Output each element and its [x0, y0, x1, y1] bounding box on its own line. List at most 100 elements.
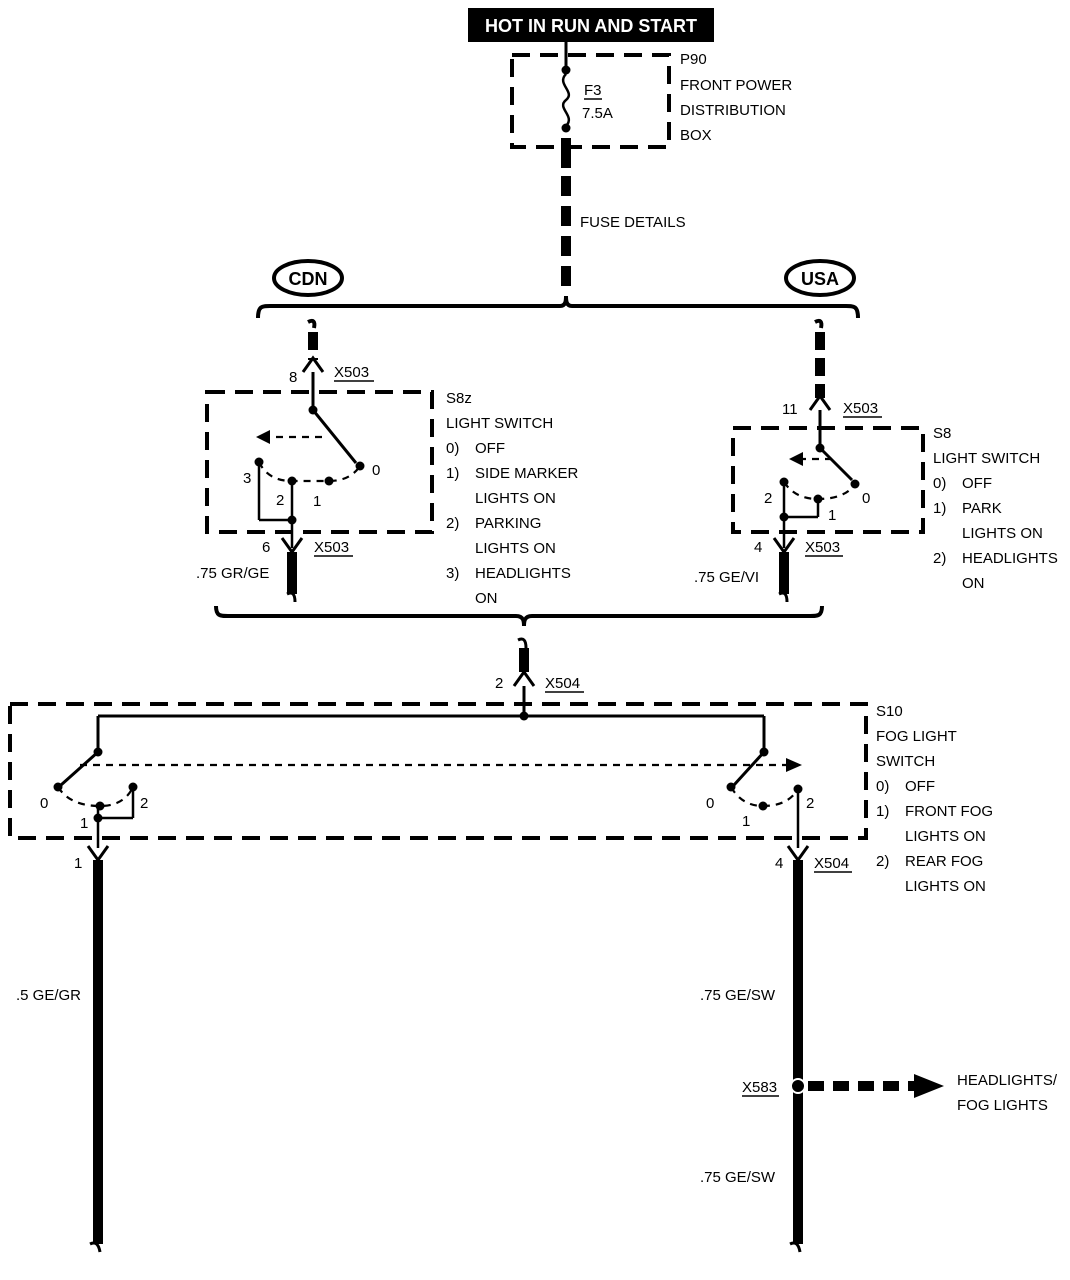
s8z-pos-3-text-1: HEADLIGHTS	[475, 565, 571, 582]
s8-output-node	[779, 512, 789, 522]
s10-right-blade	[732, 750, 766, 787]
s8z-bottom-connector: X503	[314, 539, 349, 556]
s10-pos-1-text-2: LIGHTS ON	[905, 828, 986, 845]
switch-s8: 2 1 0	[731, 426, 925, 548]
fuse-box-desc-3: BOX	[680, 127, 712, 144]
power-source-banner	[468, 8, 714, 42]
s8z-pos-2-text-2: LIGHTS ON	[475, 540, 556, 557]
fuse-box-desc-1: FRONT POWER	[680, 77, 792, 94]
s8z-pos-1-text-1: SIDE MARKER	[475, 465, 579, 482]
s8z-pos-1-text-2: LIGHTS ON	[475, 490, 556, 507]
s8-contact-1-label: 1	[828, 507, 836, 524]
splice-branch-arrow	[914, 1074, 944, 1098]
s8z-pos-2-text-1: PARKING	[475, 515, 541, 532]
fuse-box-id: P90	[680, 51, 707, 68]
s10-left-out-connector-mark	[86, 845, 110, 863]
s10-left-contact-1-label: 1	[80, 815, 88, 832]
variant-usa-badge	[784, 259, 856, 297]
s8-out-break	[778, 591, 789, 603]
s8-title: LIGHT SWITCH	[933, 450, 1040, 467]
s8-pos-1-text-2: LIGHTS ON	[962, 525, 1043, 542]
s8-pos-1-num: 1)	[933, 500, 946, 517]
left-output-wire-label: .5 GE/GR	[16, 987, 81, 1004]
s8-pos-2-text-1: HEADLIGHTS	[962, 550, 1058, 567]
right-output-wire-label-upper: .75 GE/SW	[700, 987, 776, 1004]
fuse-box-outline	[510, 53, 671, 149]
s8-pos-2-num: 2)	[933, 550, 946, 567]
s8z-pos-3-text-2: ON	[475, 590, 498, 607]
s10-in-connector-mark	[512, 669, 536, 687]
s10-right-pin: 4	[775, 855, 783, 872]
variant-cdn-label: CDN	[289, 269, 328, 289]
s8z-top-connector: X503	[334, 364, 369, 381]
s8-bottom-connector: X503	[805, 539, 840, 556]
left-output-break	[89, 1241, 102, 1253]
s8z-pos-0-num: 0)	[446, 440, 459, 457]
s8-pos-1-text-1: PARK	[962, 500, 1002, 517]
s10-outline	[8, 702, 868, 840]
s8z-contact-1-label: 1	[313, 493, 321, 510]
splice-dest-2: FOG LIGHTS	[957, 1097, 1048, 1114]
s8z-out-break	[286, 591, 297, 603]
s10-right-contact-0-label: 0	[706, 795, 714, 812]
usa-break-mark	[814, 318, 824, 329]
fuse-box-desc-2: DISTRIBUTION	[680, 102, 786, 119]
s8z-contact-3-label: 3	[243, 470, 251, 487]
s10-pos-0-text: OFF	[905, 778, 935, 795]
variant-brace-top	[256, 295, 860, 319]
s10-right-contact-2-label: 2	[806, 795, 814, 812]
s8z-title: LIGHT SWITCH	[446, 415, 553, 432]
variant-cdn-badge	[272, 259, 344, 297]
s8-pos-0-text: OFF	[962, 475, 992, 492]
switch-s10: 0 1 2 0 1 2	[8, 702, 868, 848]
s8z-actuator-arrow	[256, 430, 270, 444]
s8-pos-0-num: 0)	[933, 475, 946, 492]
s8z-wire-label: .75 GR/GE	[196, 565, 269, 582]
s10-pos-1-num: 1)	[876, 803, 889, 820]
s8z-pos-0-text: OFF	[475, 440, 505, 457]
s10-in-connector: X504	[545, 675, 580, 692]
s10-title-1: FOG LIGHT	[876, 728, 957, 745]
s10-pos-2-text-2: LIGHTS ON	[905, 878, 986, 895]
fuse-symbol	[561, 73, 571, 127]
s10-pos-0-num: 0)	[876, 778, 889, 795]
s8z-contact-2-label: 2	[276, 492, 284, 509]
s8z-contact-0-label: 0	[372, 462, 380, 479]
fuse-terminal-top	[561, 65, 571, 75]
s10-left-pin: 1	[74, 855, 82, 872]
s8-outline	[731, 426, 925, 534]
s8-top-pin: 11	[782, 401, 798, 418]
s8-contact-0-label: 0	[862, 490, 870, 507]
s10-title-2: SWITCH	[876, 753, 935, 770]
s8z-output-node	[287, 515, 297, 525]
s8-id: S8	[933, 425, 951, 442]
variant-usa-label: USA	[801, 269, 839, 289]
s8z-pos-3-num: 3)	[446, 565, 459, 582]
s10-pos-2-text-1: REAR FOG	[905, 853, 983, 870]
s8z-blade	[311, 409, 358, 464]
switch-join-brace	[214, 605, 824, 627]
s10-left-contact-0-label: 0	[40, 795, 48, 812]
s8z-top-pin: 8	[289, 369, 297, 386]
s10-actuator-arrow	[786, 758, 802, 772]
s8z-id: S8z	[446, 390, 472, 407]
s8-actuator-arrow	[789, 452, 803, 466]
switch-s8z: 3 2 1 0	[205, 390, 434, 548]
s8z-contact-arc	[258, 461, 361, 483]
cdn-break-mark	[307, 318, 317, 329]
fuse-id: F3	[584, 82, 602, 99]
s8-top-connector: X503	[843, 400, 878, 417]
s8z-pos-1-num: 1)	[446, 465, 459, 482]
s8-pos-2-text-2: ON	[962, 575, 985, 592]
s10-left-blade	[60, 750, 99, 787]
s8z-contact-1	[324, 476, 334, 486]
s10-pos-1-text-1: FRONT FOG	[905, 803, 993, 820]
s8-wire-label: .75 GE/VI	[694, 569, 759, 586]
s8z-bottom-pin: 6	[262, 539, 270, 556]
s10-right-out-connector-mark	[786, 845, 810, 863]
splice-id: X583	[742, 1079, 777, 1096]
fuse-details-label: FUSE DETAILS	[580, 214, 686, 231]
power-source-label: HOT IN RUN AND START	[485, 16, 697, 36]
right-output-wire-label-lower: .75 GE/SW	[700, 1169, 776, 1186]
